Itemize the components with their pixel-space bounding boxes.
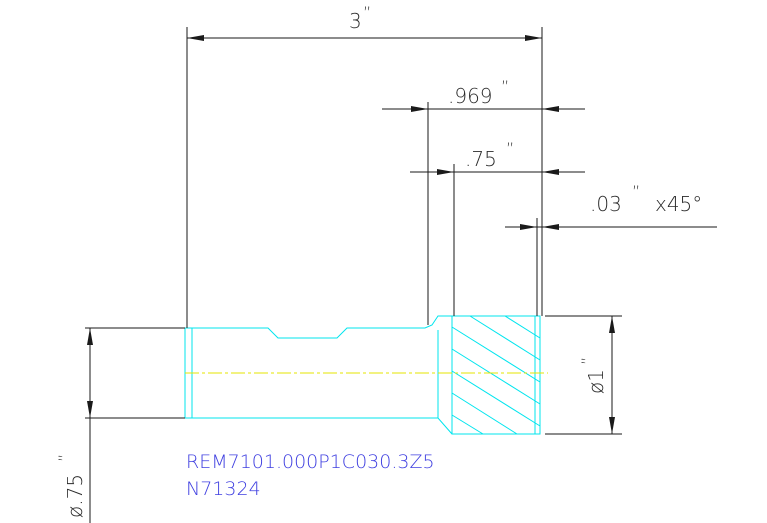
dimension-labels: 3 ” .969 ” .75 ” .03 ” x45° ø1 ” ø.75 ” bbox=[55, 3, 702, 518]
dim-unit-chamfer: ” bbox=[632, 182, 640, 201]
dim-unit-dia-075: ” bbox=[55, 454, 74, 462]
shaft-profile-bottom bbox=[185, 417, 453, 435]
dim-text-chamfer: .03 bbox=[590, 192, 622, 216]
dim-unit-969: ” bbox=[501, 77, 509, 96]
dim-text-75: .75 bbox=[465, 147, 497, 171]
dim-unit-dia-1: ” bbox=[578, 357, 597, 365]
part-number-label: REM7101.000P1C030.3Z5 bbox=[186, 451, 435, 473]
helical-teeth-hatch bbox=[451, 315, 541, 435]
dim-text-dia-075: ø.75 bbox=[63, 474, 87, 518]
dim-text-overall: 3 bbox=[349, 9, 362, 33]
dimension-lines bbox=[85, 27, 717, 523]
dim-unit-overall: ” bbox=[363, 3, 371, 22]
part-outline bbox=[184, 315, 541, 435]
arrowheads bbox=[87, 35, 615, 434]
shaft-profile bbox=[185, 315, 452, 339]
part-label: REM7101.000P1C030.3Z5 N71324 bbox=[186, 451, 435, 500]
dim-text-chamfer-angle: x45° bbox=[655, 192, 702, 216]
dim-text-dia-1: ø1 bbox=[584, 369, 608, 394]
dim-text-969: .969 bbox=[448, 84, 493, 108]
pinion-head bbox=[451, 315, 541, 435]
dim-unit-75: ” bbox=[506, 139, 514, 158]
part-code-label: N71324 bbox=[186, 478, 261, 500]
